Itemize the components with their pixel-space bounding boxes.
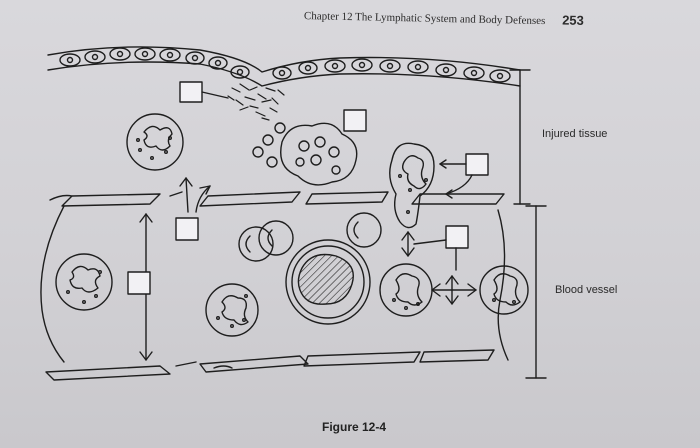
lymphocyte-outer-ring (291, 245, 365, 319)
tissue-cell-left-granules (135, 135, 172, 160)
red-blood-cell-3 (346, 212, 382, 248)
vessel-wall-left (40, 205, 65, 363)
answer-box-3 (465, 153, 489, 176)
injured-tissue-label: Injured tissue (542, 128, 608, 140)
blood-cell-left-granules (65, 270, 102, 305)
arrow-exit-right-head (199, 185, 211, 195)
red-blood-cell-1 (238, 226, 274, 262)
red-blood-cell-2 (258, 220, 294, 256)
epithelium-top-edge (47, 46, 521, 73)
tissue-cell-left-nucleus (143, 125, 173, 151)
arrow-exit-left (185, 177, 189, 213)
blood-cell-left-nucleus (69, 265, 101, 293)
epithelial-cells (59, 47, 511, 83)
white-cell-right-2-granules (492, 298, 517, 305)
answer-box-6 (445, 225, 469, 249)
blood-vessel-label: Blood vessel (555, 284, 618, 296)
engulfed-particles (252, 122, 341, 175)
vessel-diameter-arrow-top (139, 213, 153, 223)
white-cell-right-1 (379, 263, 433, 317)
answer-box-5 (127, 271, 151, 295)
migrating-phagocyte-granules (398, 173, 429, 214)
white-cell-lower-nucleus (221, 295, 249, 326)
bacteria-cluster (227, 83, 285, 121)
vessel-bottom-wall (45, 349, 495, 381)
answer-box-2 (343, 109, 367, 132)
arrow-3-head (439, 159, 447, 169)
vessel-top-wall (49, 191, 505, 207)
white-cell-right-1-nucleus (395, 273, 423, 306)
tissue-cell-left (126, 113, 184, 171)
migrating-phagocyte-nucleus (401, 155, 427, 190)
vessel-wall-right (497, 209, 509, 361)
white-cell-lower-granules (215, 294, 248, 329)
pointer-line-1 (201, 91, 229, 99)
migrating-phagocyte (389, 142, 435, 229)
macrophage-cell (280, 122, 358, 186)
answer-box-4 (175, 217, 199, 241)
arrow-exit-left-head (179, 177, 193, 187)
arrow-exit-right (195, 185, 211, 213)
lymphocyte-cell (285, 239, 371, 325)
figure-caption: Figure 12-4 (322, 420, 387, 434)
white-cell-right-2-nucleus (493, 273, 521, 306)
pointer-line-3b (445, 174, 473, 195)
pointer-line-6 (413, 239, 447, 245)
white-cell-right-1-granules (392, 298, 421, 311)
answer-box-1 (179, 81, 203, 103)
blood-cell-left (55, 253, 113, 311)
epithelium-bottom-edge (47, 61, 521, 87)
white-cell-lower (205, 283, 259, 337)
vessel-diameter-arrow-bottom (139, 351, 153, 361)
lymphocyte-nucleus (297, 253, 354, 305)
